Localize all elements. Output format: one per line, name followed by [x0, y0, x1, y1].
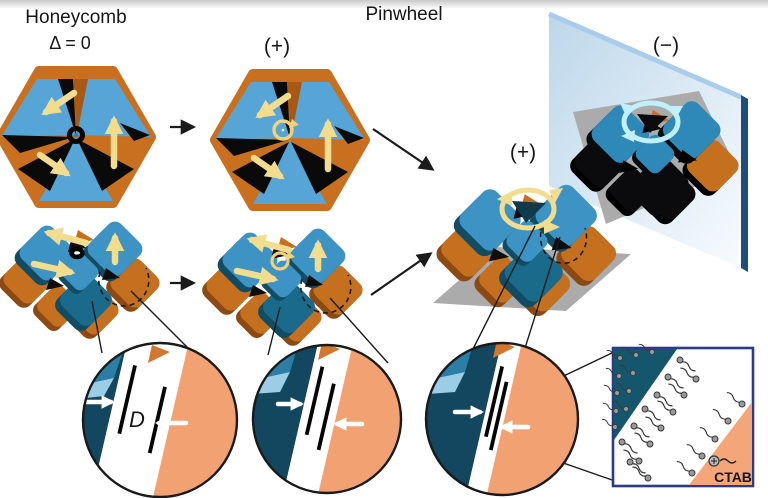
gap-surface-line-left	[117, 365, 137, 435]
gap-white-band	[461, 343, 527, 495]
facet-dark-orange	[493, 343, 515, 358]
plus-state-front-label: (+)	[510, 141, 536, 164]
magnifier-circle-medium-gap	[251, 343, 403, 495]
minus-state-label: (−)	[653, 34, 679, 57]
mirror-side-edge	[741, 95, 748, 272]
inset-face-orange	[689, 402, 752, 485]
ctab-legend-icon	[708, 455, 737, 467]
cross-structure-plus	[198, 224, 367, 350]
pinwheel-title: Pinwheel	[365, 4, 442, 25]
ctab-inset: CTAB	[600, 341, 755, 488]
gap-surface-line-left	[304, 366, 325, 436]
ctab-label: CTAB	[714, 469, 752, 485]
center-ring-icon	[69, 246, 85, 260]
zoom-region-outline	[539, 227, 588, 265]
delta-zero-label: Δ = 0	[49, 33, 91, 53]
pinwheel-plus-group: (+)	[432, 141, 631, 321]
honeycomb-hexagon-delta0	[1, 71, 151, 203]
gap-white-band	[88, 343, 192, 497]
gap-face-blue	[253, 345, 324, 493]
rotation-ccw-icon	[497, 187, 563, 234]
gap-face-blue	[426, 343, 507, 495]
facet-light-blue	[253, 372, 290, 394]
facet-light-blue	[428, 372, 465, 394]
gap-distance-label: D	[129, 407, 145, 432]
arrow-to-pinwheel-bottom	[370, 252, 433, 296]
plus-state-top-label: (+)	[264, 35, 290, 58]
gap-surface-line-left	[484, 366, 504, 438]
mirror-top-edge	[548, 11, 742, 100]
honeycomb-title: Honeycomb	[25, 7, 126, 28]
facet-dark-orange	[148, 345, 170, 363]
gap-surface-line-right	[488, 381, 509, 451]
arrow-to-pinwheel-top	[372, 128, 435, 171]
honeycomb-hexagon-plus	[215, 74, 365, 206]
top-gradient-band	[0, 0, 768, 9]
rotation-small-icon	[272, 119, 299, 141]
rotation-cw-icon	[620, 100, 683, 144]
rotation-small-icon	[270, 251, 295, 271]
cross-structure-delta0	[0, 217, 164, 343]
magnifier-circle-closed-gap	[424, 341, 580, 497]
gap-surface-line-right	[316, 383, 336, 451]
mirror-plane-group: (−)	[548, 11, 748, 272]
gap-white-band	[278, 345, 357, 493]
facet-dark-orange	[318, 345, 340, 360]
center-ring-icon	[67, 126, 85, 144]
